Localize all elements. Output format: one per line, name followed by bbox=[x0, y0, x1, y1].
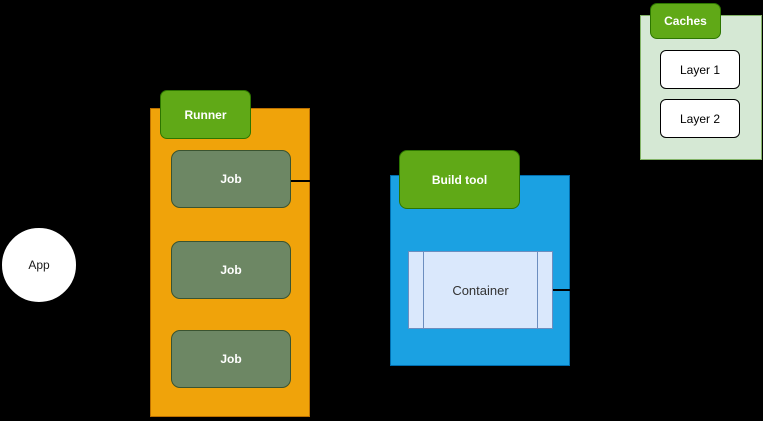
app-node: App bbox=[1, 227, 77, 303]
job-label: Job bbox=[220, 263, 242, 277]
buildtool-label: Build tool bbox=[431, 172, 488, 187]
container-node: Container bbox=[408, 251, 553, 329]
layer-label: Layer 1 bbox=[679, 62, 721, 77]
app-label: App bbox=[28, 258, 50, 272]
runner-label: Runner bbox=[184, 107, 227, 122]
connector-job-to-buildtool bbox=[291, 180, 311, 182]
job-label: Job bbox=[220, 172, 242, 186]
layer-label: Layer 2 bbox=[679, 111, 721, 126]
caches-badge: Caches bbox=[650, 3, 721, 39]
container-left-divider bbox=[423, 252, 424, 328]
cache-layer-node-1: Layer 1 bbox=[660, 50, 740, 89]
job-node-2: Job bbox=[171, 241, 291, 299]
job-node-1: Job bbox=[171, 150, 291, 208]
container-right-divider bbox=[537, 252, 538, 328]
connector-container-to-caches bbox=[552, 289, 571, 291]
cache-layer-node-2: Layer 2 bbox=[660, 99, 740, 138]
container-label: Container bbox=[452, 282, 509, 298]
caches-label: Caches bbox=[664, 14, 707, 28]
job-label: Job bbox=[220, 352, 242, 366]
runner-badge: Runner bbox=[160, 90, 251, 139]
job-node-3: Job bbox=[171, 330, 291, 388]
buildtool-badge: Build tool bbox=[399, 150, 520, 209]
